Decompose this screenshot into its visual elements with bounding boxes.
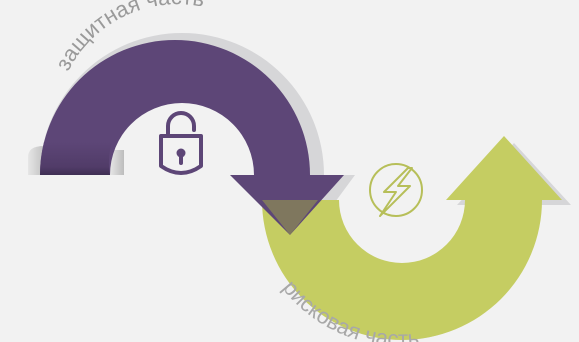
protective-arrow-foot-shade [39, 142, 112, 175]
protective-arrow [40, 40, 344, 235]
padlock-icon [159, 111, 203, 175]
lightning-bolt-icon [369, 163, 423, 217]
overlap-shadow [262, 200, 318, 235]
risky-arrow [262, 136, 562, 340]
protective-arrow-base-inner [110, 150, 124, 175]
